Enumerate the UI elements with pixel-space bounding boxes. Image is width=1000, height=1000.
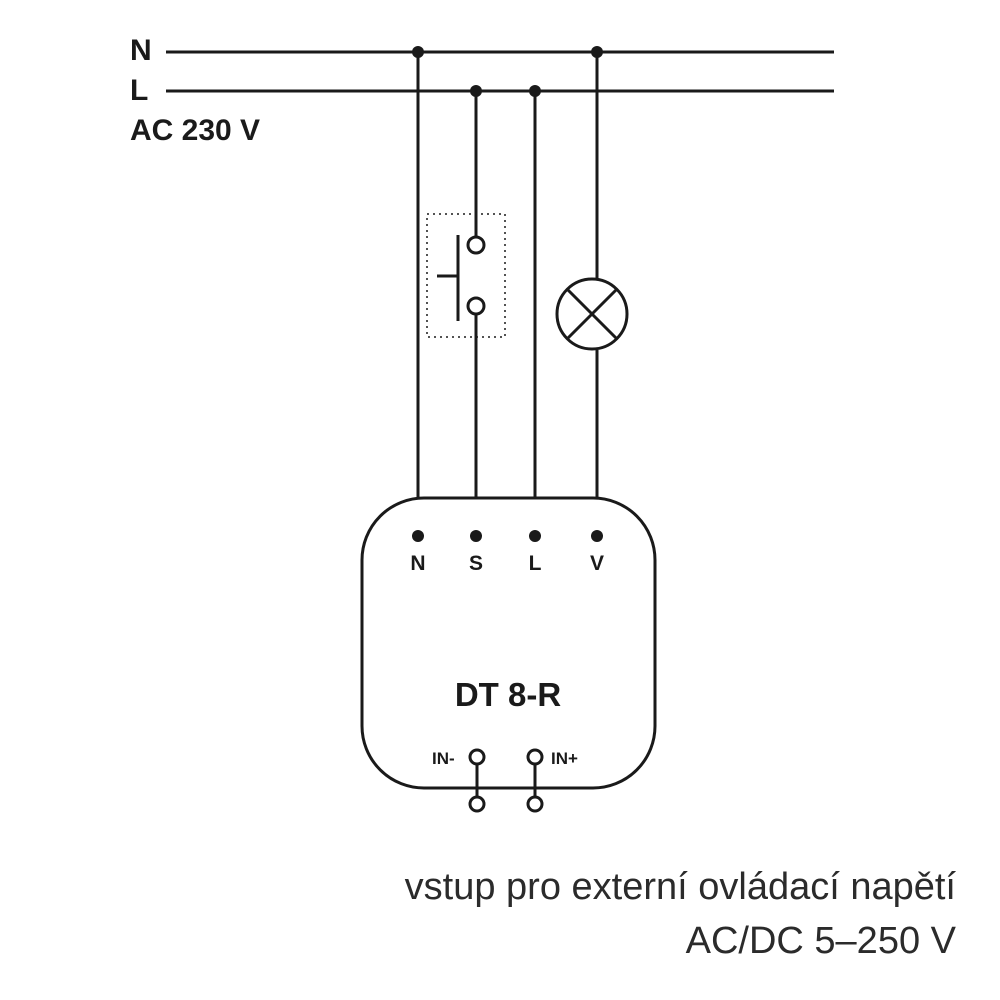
terminal-label-s: S [469, 552, 483, 575]
device-name: DT 8-R [455, 676, 562, 713]
lamp-icon [555, 277, 629, 351]
voltage-label: AC 230 V [130, 114, 260, 147]
terminal-label-v: V [590, 552, 604, 575]
junction-dot [470, 85, 482, 97]
neutral-label: N [130, 34, 152, 67]
junction-dot [412, 46, 424, 58]
terminal-dot-v [591, 530, 603, 542]
terminal-label-n: N [410, 552, 425, 575]
caption-line1: vstup pro externí ovládací napětí [404, 866, 956, 908]
terminal-dot-n [412, 530, 424, 542]
device-body [360, 496, 657, 790]
terminal-dot-l [529, 530, 541, 542]
caption-line2: AC/DC 5–250 V [685, 920, 956, 962]
junction-dot [591, 46, 603, 58]
input-label-minus: IN- [432, 749, 455, 768]
terminal-dot-s [470, 530, 482, 542]
line-label: L [130, 74, 148, 107]
terminal-label-l: L [529, 552, 542, 575]
input-terminals-icon [468, 748, 544, 813]
input-label-plus: IN+ [551, 749, 578, 768]
push-button-icon [426, 213, 506, 338]
junction-dot [529, 85, 541, 97]
